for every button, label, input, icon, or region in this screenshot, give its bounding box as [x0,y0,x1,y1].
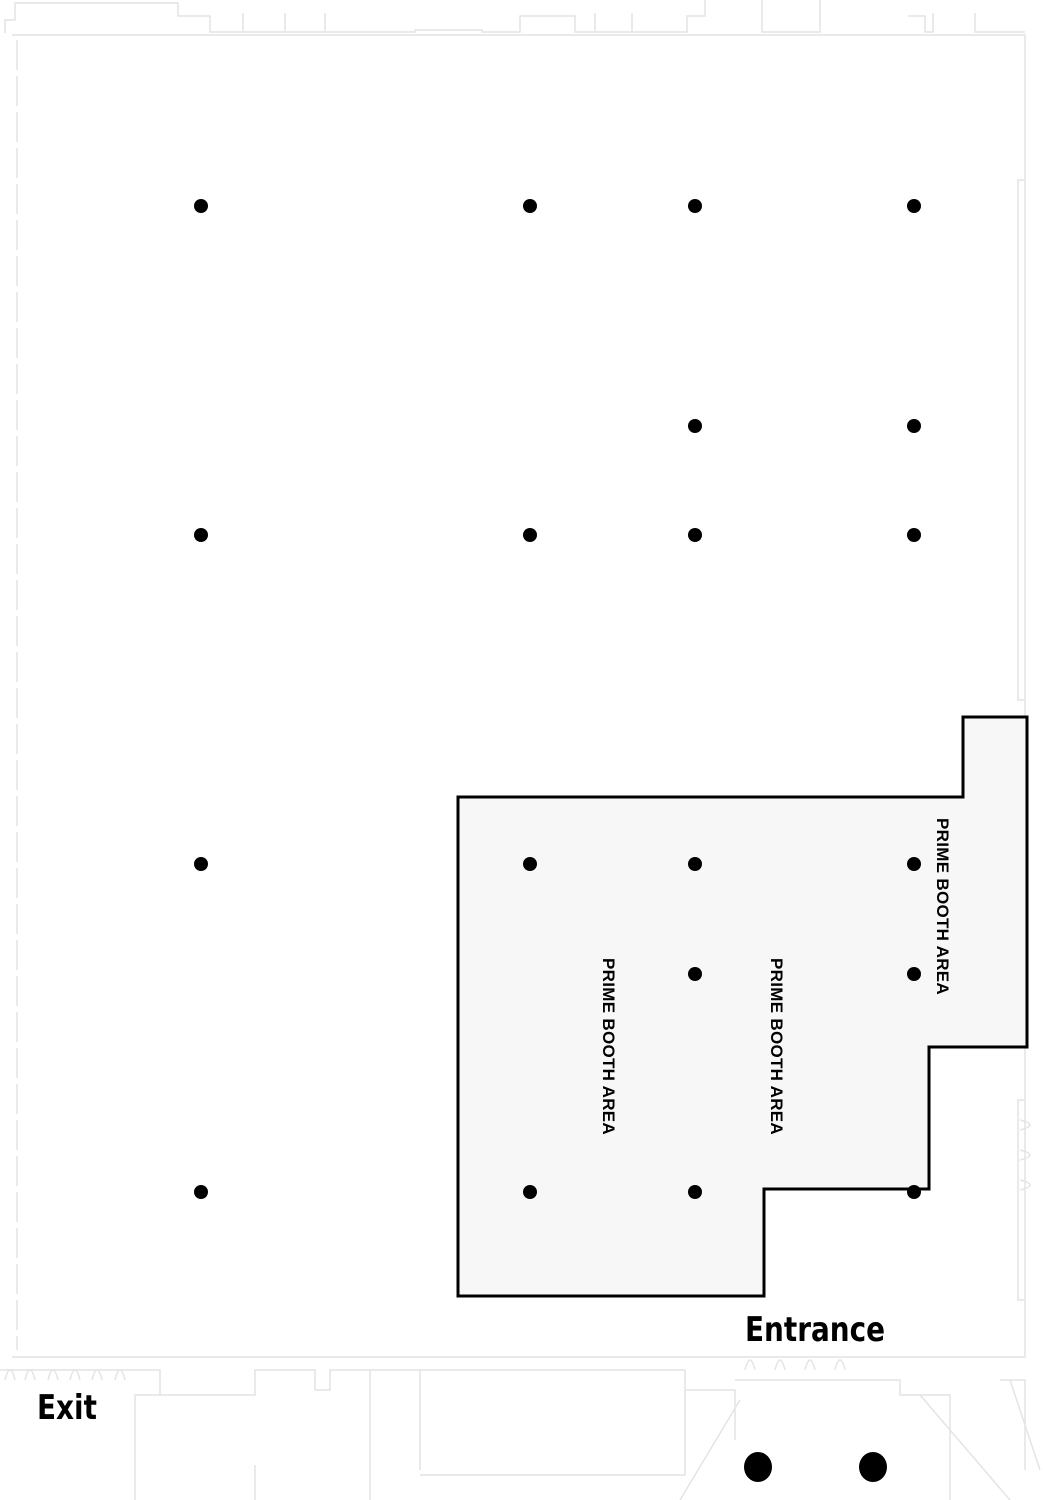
column-marker [907,1185,921,1199]
column-marker [907,419,921,433]
column-marker [907,967,921,981]
column-marker [688,857,702,871]
column-marker [907,199,921,213]
column-marker [907,528,921,542]
column-marker [688,967,702,981]
column-marker [907,857,921,871]
exit-label: Exit [37,1388,97,1428]
column-marker [194,528,208,542]
column-marker [194,1185,208,1199]
column-marker [688,419,702,433]
column-marker [523,1185,537,1199]
column-marker [523,199,537,213]
column-marker [523,528,537,542]
column-marker [688,528,702,542]
column-marker [194,857,208,871]
column-marker [523,857,537,871]
columns [194,199,921,1482]
prime-booth-area-label: PRIME BOOTH AREA [599,958,618,1136]
prime-booth-area-label: PRIME BOOTH AREA [767,958,786,1136]
column-marker [194,199,208,213]
entrance-column-marker [859,1452,887,1482]
column-marker [688,199,702,213]
prime-booth-area-region [456,715,1029,1298]
column-marker [688,1185,702,1199]
entrance-column-marker [744,1452,772,1482]
entrance-label: Entrance [745,1310,886,1350]
prime-booth-area-label: PRIME BOOTH AREA [933,818,952,996]
